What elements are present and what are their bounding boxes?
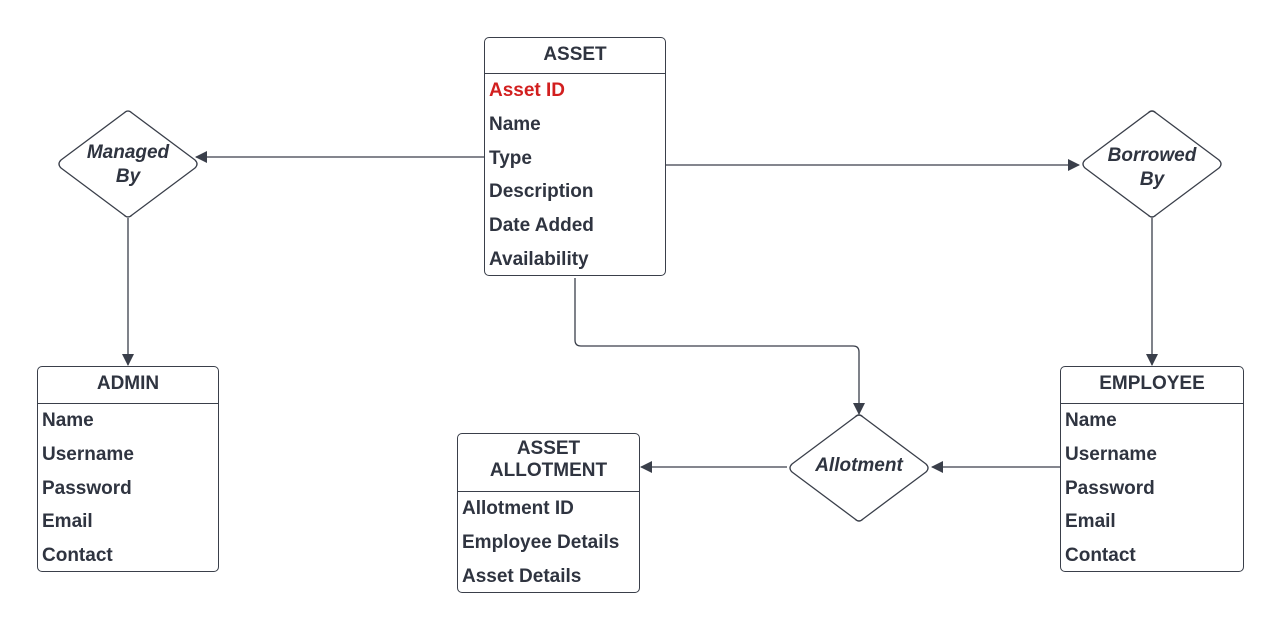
attribute-employee-name: Name [1065, 410, 1117, 431]
managed-by-line-1: Managed [86, 142, 170, 163]
attribute-employee-password: Password [1065, 477, 1155, 499]
entity-asset-title-line: ASSET [543, 44, 607, 65]
attribute-asset-description: Description [489, 181, 594, 203]
allotment-line-1: Allotment [815, 455, 903, 476]
attribute-asset-details: Asset Details [462, 565, 582, 587]
attribute-asset-availability: Availability [489, 248, 589, 270]
entity-employee-title: EMPLOYEE [1061, 367, 1243, 404]
attribute-employee-email: Email [1065, 511, 1116, 533]
entity-asset-title: ASSET [485, 38, 665, 74]
relationship-borrowed-by-label: Borrowed By [1092, 141, 1212, 195]
entity-asset-attributes: Asset ID Name Type Description Date Adde… [485, 74, 665, 275]
relationship-allotment-shape [789, 414, 929, 522]
attribute-allotment-id: Allotment ID [462, 498, 574, 519]
entity-employee-title-line: EMPLOYEE [1099, 373, 1205, 394]
entity-employee-attributes: Name Username Password Email Contact [1061, 404, 1243, 571]
entity-admin-attributes: Name Username Password Email Contact [38, 404, 218, 571]
attribute-admin-username: Username [42, 443, 134, 465]
entity-admin-title: ADMIN [38, 367, 218, 404]
attribute-admin-name: Name [42, 410, 94, 431]
entity-admin-title-line: ADMIN [96, 373, 160, 394]
entity-employee[interactable]: EMPLOYEE Name Username Password Email Co… [1060, 366, 1244, 572]
entity-asset[interactable]: ASSET Asset ID Name Type Description Dat… [484, 37, 666, 276]
managed-by-line-2: By [115, 166, 141, 187]
entity-asset-allotment[interactable]: ASSET ALLOTMENT Allotment ID Employee De… [457, 433, 640, 593]
entity-asset-allotment-attributes: Allotment ID Employee Details Asset Deta… [458, 492, 639, 592]
attribute-admin-contact: Contact [42, 545, 113, 567]
borrowed-by-line-2: By [1139, 169, 1165, 190]
attribute-admin-email: Email [42, 511, 93, 533]
attribute-asset-type: Type [489, 147, 532, 169]
attribute-admin-password: Password [42, 477, 132, 499]
entity-asset-allotment-title-line-2: ALLOTMENT [489, 460, 608, 481]
entity-asset-allotment-title-line-1: ASSET [516, 438, 581, 459]
attribute-employee-contact: Contact [1065, 545, 1136, 567]
relationship-managed-by-label: Managed By [68, 138, 188, 192]
connector-asset-to-allotment [574, 278, 865, 415]
relationship-allotment-label: Allotment [799, 452, 919, 480]
relationship-managed-by-shape [58, 110, 198, 218]
relationship-borrowed-by-shape [1082, 110, 1222, 218]
attribute-employee-username: Username [1065, 443, 1157, 465]
attribute-asset-id: Asset ID [489, 80, 566, 101]
entity-asset-allotment-title: ASSET ALLOTMENT [458, 434, 639, 492]
attribute-asset-date-added: Date Added [489, 215, 594, 237]
borrowed-by-line-1: Borrowed [1107, 145, 1197, 166]
entity-admin[interactable]: ADMIN Name Username Password Email Conta… [37, 366, 219, 572]
attribute-employee-details: Employee Details [462, 531, 620, 553]
attribute-asset-name: Name [489, 113, 541, 135]
